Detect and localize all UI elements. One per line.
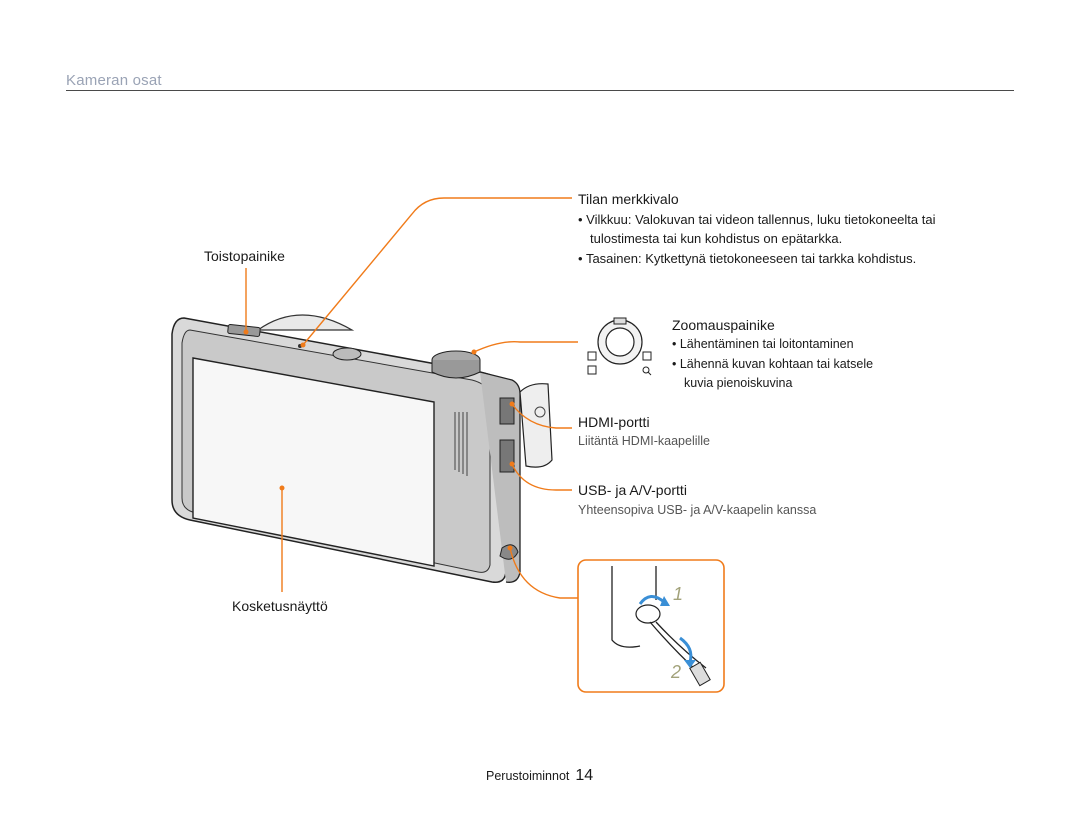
status-lamp-bullet-continued: tulostimesta tai kun kohdistus on epätar…: [590, 231, 843, 246]
speaker-grille: [454, 412, 468, 476]
usb-port-shape: [499, 439, 515, 473]
page-number: 14: [575, 767, 594, 784]
status-lamp-bullet: • Tasainen: Kytkettynä tietokoneeseen ta…: [578, 251, 917, 266]
status-lamp-label: Tilan merkkivalo: [578, 191, 679, 207]
playback-button-shape: [227, 324, 261, 337]
page-footer: Perustoiminnot 14: [486, 767, 593, 785]
status-lamp-bullet: • Vilkkuu: Valokuvan tai videon tallennu…: [578, 212, 936, 227]
hdmi-port-label: HDMI-portti: [578, 414, 650, 430]
zoom-button-label: Zoomauspainike: [672, 317, 775, 333]
bullet-term: Tasainen: [585, 251, 638, 266]
zoom-lever-icon: [587, 317, 652, 376]
strap-step-1: 1: [673, 584, 684, 604]
zoom-bullet: • Lähennä kuvan kohtaan tai katsele: [672, 357, 874, 371]
strap-inset-frame: [577, 559, 725, 693]
bullet-text: Lähentäminen tai loitontaminen: [679, 337, 854, 351]
bullet-text: : Kytkettynä tietokoneeseen tai tarkka k…: [637, 251, 917, 266]
zoom-bullet: • Lähentäminen tai loitontaminen: [672, 337, 854, 351]
footer-section: Perustoiminnot: [486, 769, 570, 783]
strap-step-2: 2: [671, 662, 682, 682]
playback-button-label: Toistopainike: [204, 248, 285, 264]
usb-port-label: USB- ja A/V-portti: [578, 482, 687, 498]
callout-lines: [245, 197, 578, 599]
strap-eyelet: [499, 544, 519, 560]
strap-illustration: [611, 566, 711, 687]
touch-screen-label: Kosketusnäyttö: [232, 598, 328, 614]
touch-screen-display: [192, 357, 435, 567]
page-title: Kameran osat: [66, 72, 162, 89]
bullet-text: : Valokuvan tai videon tallennus, luku t…: [627, 212, 936, 227]
port-cover: [519, 383, 553, 468]
shutter-button-shape: [332, 347, 362, 361]
zoom-bullet-continued: kuvia pienoiskuvina: [684, 376, 793, 390]
hdmi-port-description: Liitäntä HDMI-kaapelille: [578, 434, 711, 448]
title-divider: [66, 90, 1014, 91]
bullet-text: Lähennä kuvan kohtaan tai katsele: [679, 357, 874, 371]
bullet-term: Vilkkuu: [586, 212, 628, 227]
usb-port-description: Yhteensopiva USB- ja A/V-kaapelin kanssa: [578, 503, 817, 517]
lens-barrel-outline: [256, 314, 355, 331]
